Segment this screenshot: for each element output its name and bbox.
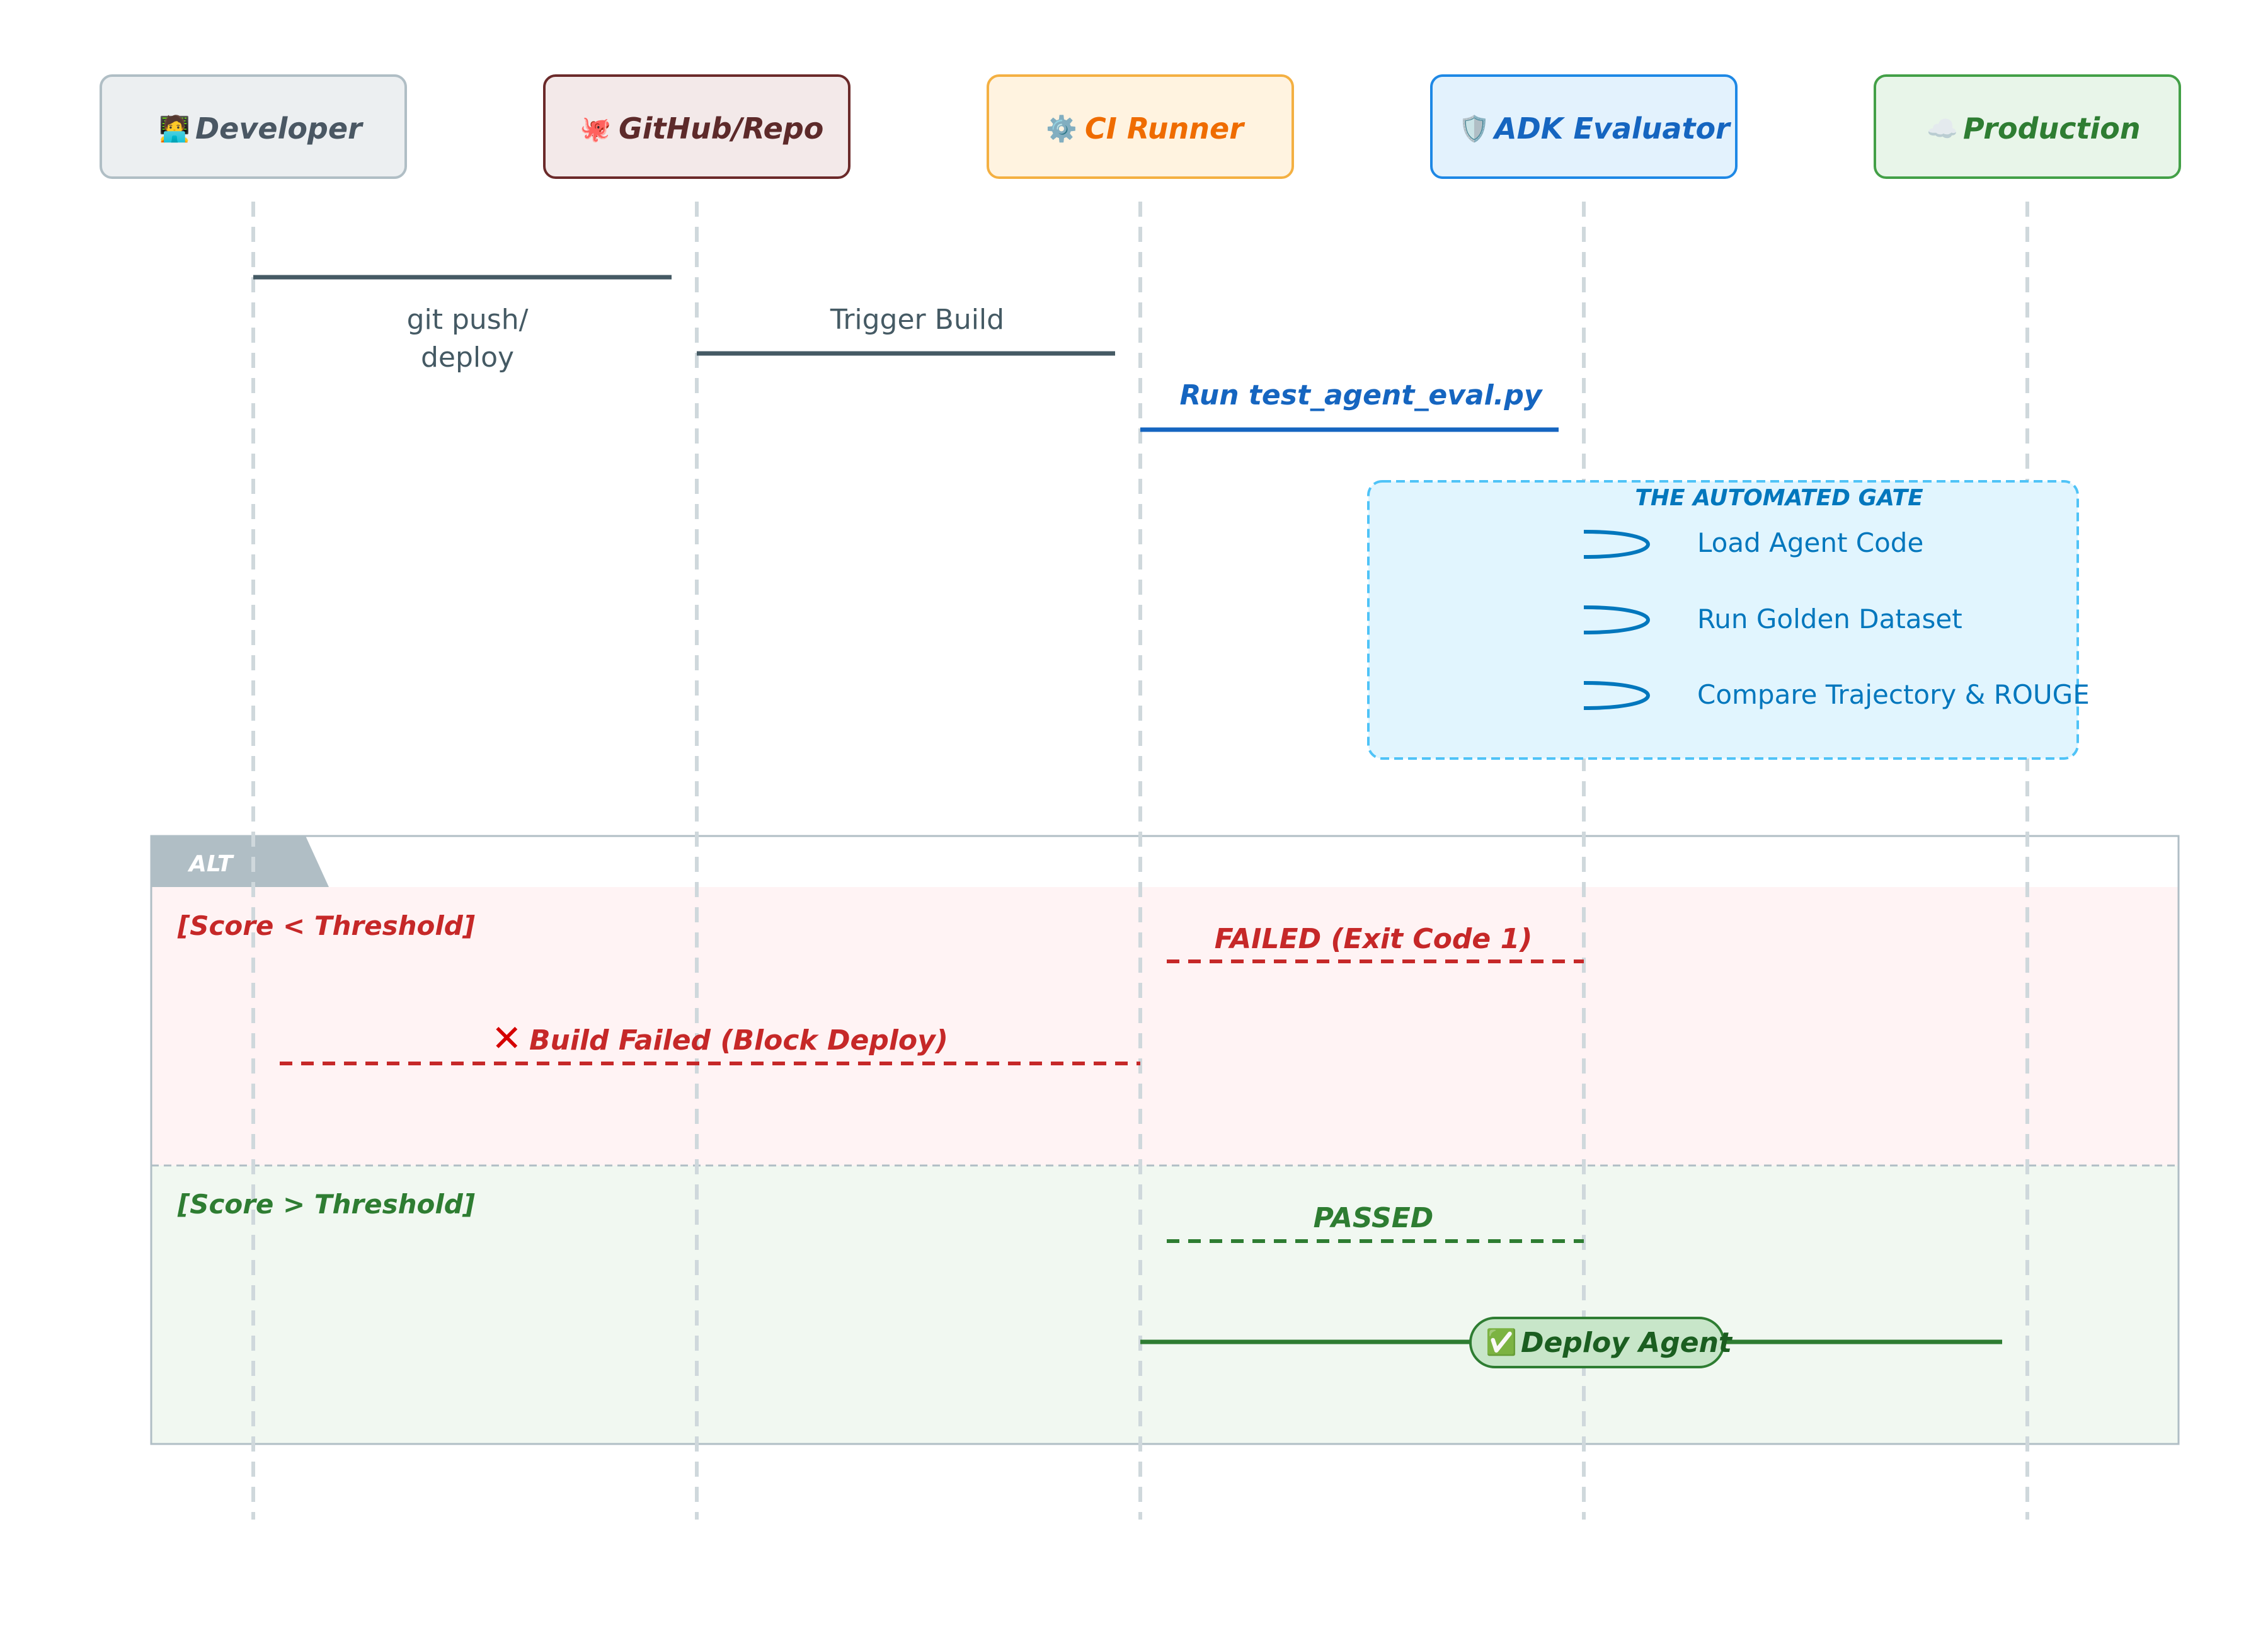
alt-pass-branch: [Score > Threshold] PASSED ✅ Deploy Agen…	[177, 1189, 2002, 1368]
pass-condition: [Score > Threshold]	[177, 1189, 475, 1220]
close-icon: ✕	[491, 1017, 522, 1060]
cloud-icon: ☁️	[1927, 115, 1958, 144]
alt-frame-border	[150, 835, 2180, 1445]
message-run-eval: Run test_agent_eval.py	[1140, 379, 1559, 432]
note-automated-gate: THE AUTOMATED GATE Load Agent Code Run G…	[1367, 480, 2090, 760]
deploy-agent-label: Deploy Agent	[1521, 1327, 1733, 1359]
actor-label: Production	[1963, 112, 2141, 146]
message-label: Run test_agent_eval.py	[1179, 379, 1543, 411]
actor-label: Developer	[195, 112, 364, 146]
note-box	[1367, 480, 2079, 760]
fail-condition: [Score < Threshold]	[177, 910, 475, 941]
failed-message-label: FAILED (Exit Code 1)	[1215, 923, 1533, 955]
self-call-arrow-2	[1583, 605, 1650, 634]
alt-pass-region	[151, 1166, 2179, 1444]
developer-icon: 🧑‍💻	[159, 113, 190, 144]
actor-label: GitHub/Repo	[619, 112, 823, 146]
message-git-push: git push/ deploy	[253, 275, 672, 374]
shield-icon: 🛡️	[1458, 114, 1490, 144]
alt-fail-branch: [Score < Threshold] FAILED (Exit Code 1)…	[177, 910, 1584, 1065]
passed-message-label: PASSED	[1314, 1202, 1434, 1234]
octopus-icon: 🐙	[580, 115, 611, 144]
actor-box	[987, 74, 1294, 179]
message-label-line2: deploy	[421, 341, 514, 374]
deploy-badge	[1469, 1317, 1725, 1368]
actor-label: CI Runner	[1085, 112, 1246, 146]
actor-label: ADK Evaluator	[1492, 112, 1732, 146]
message-label-line1: git push/	[407, 304, 529, 336]
actor-adk-evaluator[interactable]: 🛡️ ADK Evaluator	[1430, 74, 1738, 179]
note-step-2: Run Golden Dataset	[1697, 604, 1962, 634]
actor-github[interactable]: 🐙 GitHub/Repo	[543, 74, 850, 179]
actor-box	[100, 74, 407, 179]
alt-frame: ALT	[150, 835, 2180, 1445]
check-icon: ✅	[1486, 1327, 1517, 1357]
alt-tab	[151, 836, 329, 887]
alt-fail-region	[151, 887, 2179, 1166]
note-step-1: Load Agent Code	[1697, 527, 1923, 558]
build-failed-label: Build Failed (Block Deploy)	[529, 1024, 948, 1057]
actor-box	[1874, 74, 2181, 179]
lifelines	[251, 202, 2029, 1520]
note-step-3: Compare Trajectory & ROUGE	[1697, 679, 2090, 710]
self-call-arrow-3	[1583, 681, 1650, 710]
self-call-arrow-1	[1583, 530, 1650, 559]
alt-label: ALT	[187, 851, 234, 877]
message-label: Trigger Build	[830, 304, 1004, 336]
note-title: THE AUTOMATED GATE	[1635, 485, 1923, 511]
actor-developer[interactable]: 🧑‍💻 Developer	[100, 74, 407, 179]
actor-box	[1430, 74, 1738, 179]
actor-box	[543, 74, 850, 179]
actor-ci-runner[interactable]: ⚙️ CI Runner	[987, 74, 1294, 179]
message-trigger-build: Trigger Build	[697, 304, 1115, 356]
gear-icon: ⚙️	[1046, 114, 1077, 144]
actor-production[interactable]: ☁️ Production	[1874, 74, 2181, 179]
